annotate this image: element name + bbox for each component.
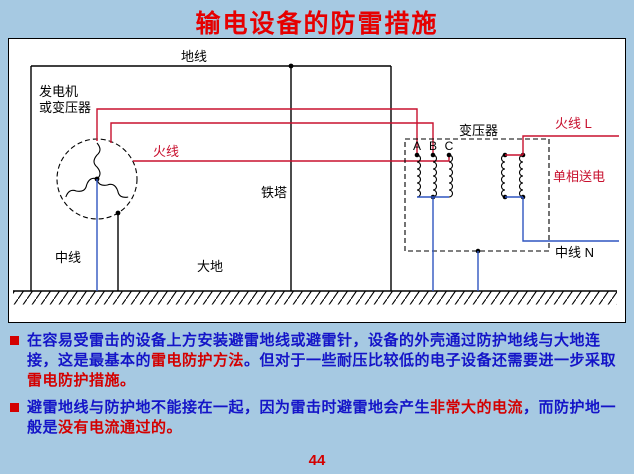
terminal-dot-a — [414, 152, 420, 158]
text-segment: ，而防护地一般是 — [27, 399, 617, 436]
tower-label: 铁塔 — [261, 185, 287, 200]
bullet-text-1: 在容易受雷击的设备上方安装避雷地线或避雷针，设备的外壳通过防护地线与大地连接，这… — [27, 331, 628, 391]
terminal-dot-c — [446, 152, 452, 158]
text-segment: 没有电流通过的。 — [58, 419, 183, 436]
primary-neutral-ground — [417, 196, 449, 291]
single-phase-label: 单相送电 — [553, 169, 605, 184]
bullet-marker — [10, 403, 19, 412]
live-wire-a — [96, 108, 418, 155]
circuit-svg: 地线 发电机 或变压器 火线 铁塔 大地 中线 A B C 变压器 火线 L 单… — [13, 49, 619, 305]
generator-label-2: 或变压器 — [39, 100, 91, 115]
earth-label: 大地 — [197, 259, 223, 274]
slide-title: 输电设备的防雷措施 — [195, 11, 439, 38]
bullet-item-2: 避雷地线与防护地不能接在一起，因为雷击时避雷地会产生非常大的电流，而防护地一般是… — [8, 398, 628, 438]
junction-dot — [288, 63, 294, 69]
phase-c-label: C — [445, 139, 454, 153]
text-segment: 在容易受雷击的设备上方安装避雷地线或避雷针，设备的外壳通过防护地线与大地连接，这… — [27, 332, 601, 369]
page-number: 44 — [308, 452, 326, 469]
bullet-marker — [10, 336, 19, 345]
neutral-left-label: 中线 — [55, 250, 81, 265]
lightning-protection-diagram: 地线 发电机 或变压器 火线 铁塔 大地 中线 A B C 变压器 火线 L 单… — [8, 38, 626, 323]
phase-b-label: B — [429, 139, 437, 153]
live-output-wire — [505, 135, 619, 156]
secondary-coil-3 — [518, 154, 524, 198]
text-segment: 雷电防护方法 — [151, 352, 245, 369]
transformer-box — [404, 138, 550, 252]
transformer-label: 变压器 — [459, 123, 498, 138]
generator-label-1: 发电机 — [39, 84, 78, 99]
terminal-dot-b — [430, 152, 436, 158]
text-segment: 避雷地线与防护地不能接在一起，因为雷击时避雷地会产生 — [27, 399, 431, 416]
generator-windings — [65, 142, 129, 198]
neutral-output-wire — [505, 196, 619, 242]
primary-coil-a — [416, 154, 422, 198]
bullet-item-1: 在容易受雷击的设备上方安装避雷地线或避雷针，设备的外壳通过防护地线与大地连接，这… — [8, 331, 628, 391]
notes-section: 在容易受雷击的设备上方安装避雷地线或避雷针，设备的外壳通过防护地线与大地连接，这… — [8, 331, 628, 445]
earth-hatch — [13, 291, 617, 305]
primary-coil-b — [432, 154, 438, 198]
live-output-label: 火线 L — [555, 116, 592, 131]
text-segment: 。但对于一些耐压比较低的电子设备还需要进一步采取 — [244, 352, 617, 369]
secondary-coil-2 — [500, 154, 506, 198]
neutral-output-label: 中线 N — [555, 245, 594, 260]
live-wire-label: 火线 — [153, 144, 179, 159]
ground-wire-label: 地线 — [181, 49, 207, 64]
bullet-text-2: 避雷地线与防护地不能接在一起，因为雷击时避雷地会产生非常大的电流，而防护地一般是… — [27, 398, 628, 438]
secondary-coil-1 — [448, 154, 454, 198]
text-segment: 非常大的电流 — [430, 399, 524, 416]
text-segment: 雷电防护措施。 — [27, 372, 136, 389]
phase-a-label: A — [413, 139, 421, 153]
